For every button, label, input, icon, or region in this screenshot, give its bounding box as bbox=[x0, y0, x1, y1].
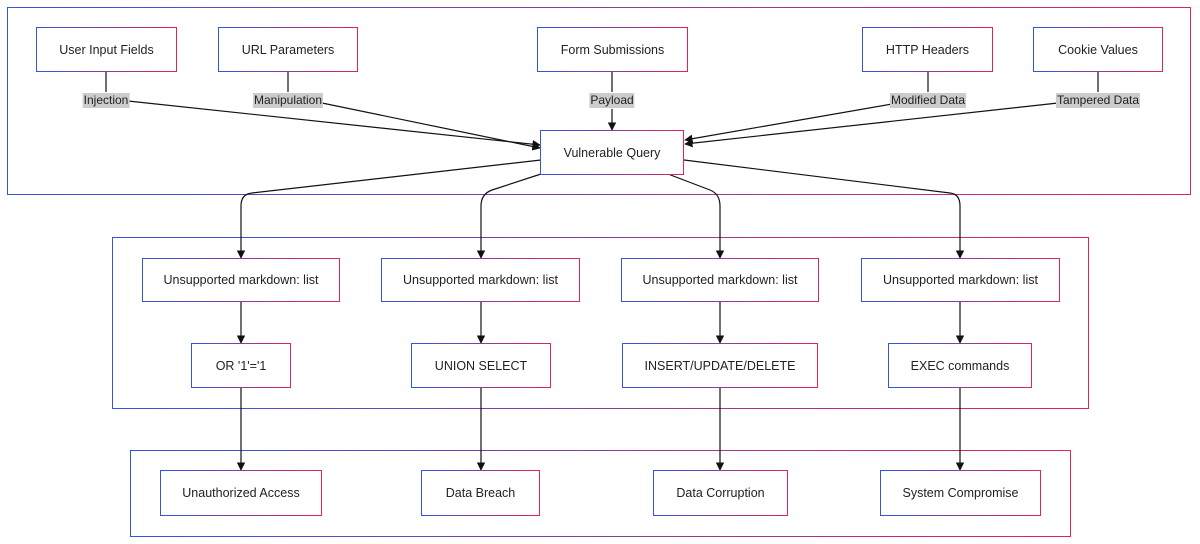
node-exec-commands: EXEC commands bbox=[888, 343, 1032, 388]
node-list-4: Unsupported markdown: list bbox=[861, 258, 1060, 302]
edge-label-manipulation: Manipulation bbox=[252, 93, 324, 108]
node-insert-update-delete: INSERT/UPDATE/DELETE bbox=[622, 343, 818, 388]
node-cookie-values: Cookie Values bbox=[1033, 27, 1163, 72]
edge-label-payload: Payload bbox=[589, 93, 635, 108]
node-union-select: UNION SELECT bbox=[411, 343, 551, 388]
node-url-parameters: URL Parameters bbox=[218, 27, 358, 72]
node-user-input-fields: User Input Fields bbox=[36, 27, 177, 72]
node-unauthorized-access: Unauthorized Access bbox=[160, 470, 322, 516]
node-system-compromise: System Compromise bbox=[880, 470, 1041, 516]
edge-label-tampered-data: Tampered Data bbox=[1055, 93, 1141, 108]
edge-modified-data bbox=[685, 72, 929, 140]
edge-tampered-data bbox=[685, 72, 1099, 144]
edge-label-modified-data: Modified Data bbox=[889, 93, 967, 108]
node-list-3: Unsupported markdown: list bbox=[621, 258, 819, 302]
node-data-breach: Data Breach bbox=[421, 470, 540, 516]
node-data-corruption: Data Corruption bbox=[653, 470, 788, 516]
node-form-submissions: Form Submissions bbox=[537, 27, 688, 72]
edge-query-list-3 bbox=[667, 173, 725, 259]
edge-query-list-1 bbox=[236, 159, 542, 259]
edge-manipulation bbox=[287, 72, 540, 148]
node-list-2: Unsupported markdown: list bbox=[381, 258, 580, 302]
node-http-headers: HTTP Headers bbox=[862, 27, 993, 72]
edge-query-list-4 bbox=[683, 159, 965, 259]
edge-query-list-2 bbox=[476, 173, 542, 259]
node-vulnerable-query: Vulnerable Query bbox=[540, 130, 684, 175]
edge-label-injection: Injection bbox=[82, 93, 130, 108]
node-list-1: Unsupported markdown: list bbox=[142, 258, 340, 302]
edge-injection bbox=[105, 72, 540, 145]
node-or-1-eq-1: OR '1'='1 bbox=[191, 343, 291, 388]
